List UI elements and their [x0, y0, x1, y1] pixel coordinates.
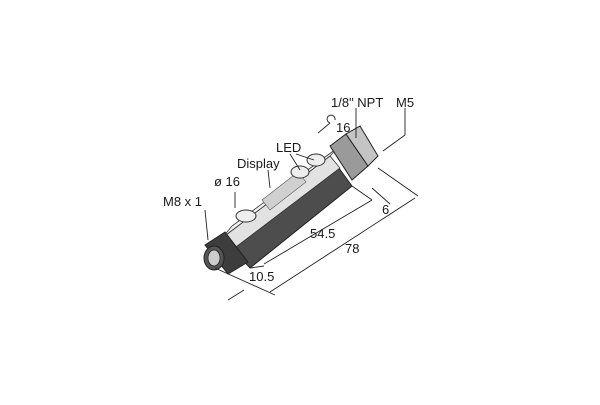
label-diameter: ø 16 — [214, 174, 241, 189]
label-led: LED — [276, 140, 302, 155]
label-connector-thread: M8 x 1 — [163, 194, 203, 209]
label-dim-54-5: 54.5 — [310, 226, 336, 241]
label-dim-78: 78 — [345, 241, 360, 256]
sensor-body — [203, 125, 379, 275]
dimension-lines — [204, 108, 419, 301]
label-thread-m5: M5 — [396, 95, 415, 110]
wrench-icon — [317, 114, 336, 134]
label-dim-6: 6 — [382, 202, 390, 217]
label-thread-npt: 1/8" NPT — [331, 95, 384, 110]
label-display: Display — [237, 156, 280, 171]
label-dim-10-5: 10.5 — [249, 269, 275, 284]
label-wrench-size: 16 — [336, 120, 351, 135]
